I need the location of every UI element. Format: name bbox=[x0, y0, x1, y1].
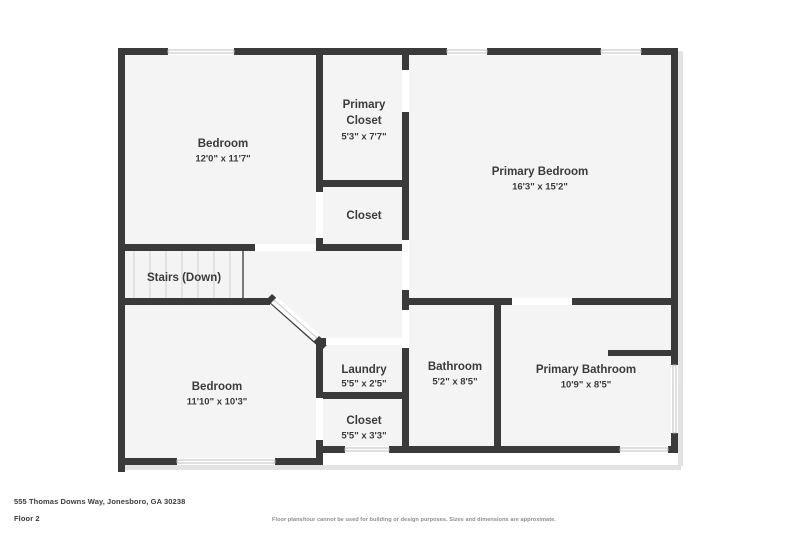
wall-bedroom-closet-divider bbox=[316, 48, 323, 251]
wall-bathroom-top bbox=[409, 298, 501, 305]
wall-exterior-top-right bbox=[409, 48, 678, 55]
door-bathroom bbox=[402, 310, 409, 348]
window-primary-bathroom-right bbox=[671, 364, 678, 434]
property-address: 555 Thomas Downs Way, Jonesboro, GA 3023… bbox=[14, 497, 186, 506]
room-dim-primary-bathroom: 10'9" x 8'5" bbox=[561, 380, 612, 391]
wall-exterior-bottom-primary-bath bbox=[501, 446, 678, 453]
windows bbox=[167, 48, 678, 465]
room-dim-bedroom-upper-left: 12'0" x 11'7" bbox=[195, 154, 250, 165]
floor-closet-upper bbox=[323, 183, 409, 251]
room-floor-fills bbox=[118, 48, 678, 465]
window-bedroom-upper-left bbox=[167, 48, 235, 55]
room-label-bedroom-lower-left: Bedroom bbox=[192, 381, 242, 393]
wall-upper-closet-bottom bbox=[323, 244, 409, 251]
wall-bathroom-divider bbox=[494, 298, 501, 453]
door-primary-bedroom-hall bbox=[402, 240, 409, 290]
wall-exterior-right bbox=[671, 48, 678, 453]
wall-laundry-bathroom-divider bbox=[402, 302, 409, 453]
room-dim-primary-closet: 5'3" x 7'7" bbox=[341, 132, 386, 143]
wall-exterior-top-left bbox=[118, 48, 409, 55]
wall-closet-primary-divider bbox=[402, 48, 409, 302]
wall-exterior-left-lower bbox=[118, 251, 125, 472]
floor-label: Floor 2 bbox=[14, 514, 40, 523]
floor-bedroom-upper-left bbox=[118, 48, 323, 251]
window-bedroom-lower-left bbox=[176, 458, 276, 465]
floor-laundry bbox=[323, 345, 409, 395]
floor-stairs bbox=[118, 251, 243, 305]
door-bedroom-upper-left bbox=[255, 244, 316, 251]
room-dim-closet-lower: 5'5" x 3'3" bbox=[341, 431, 386, 442]
room-dim-bedroom-lower-left: 11'10" x 10'3" bbox=[187, 397, 248, 408]
room-label-primary-bedroom: Primary Bedroom bbox=[492, 166, 589, 178]
room-label-stairs: Stairs (Down) bbox=[147, 272, 221, 284]
room-label-primary-bathroom: Primary Bathroom bbox=[536, 364, 636, 376]
window-primary-bedroom-left bbox=[446, 48, 488, 55]
room-label-closet-lower: Closet bbox=[346, 415, 381, 427]
window-primary-bathroom-bottom bbox=[619, 446, 669, 453]
stair-treads bbox=[133, 251, 231, 305]
room-dim-primary-bedroom: 16'3" x 15'2" bbox=[512, 182, 568, 193]
wall-stairs-bottom bbox=[118, 298, 270, 305]
door-primary-bathroom bbox=[512, 298, 572, 305]
wall-exterior-left-upper bbox=[118, 48, 125, 251]
room-labels: Bedroom 12'0" x 11'7" Primary Closet 5'3… bbox=[147, 99, 636, 441]
room-dim-laundry: 5'5" x 2'5" bbox=[341, 379, 386, 390]
wall-shadows bbox=[121, 51, 683, 470]
floor-primary-bedroom bbox=[409, 48, 678, 302]
floor-bathroom bbox=[409, 305, 501, 453]
room-dim-bathroom: 5'2" x 8'5" bbox=[432, 377, 477, 388]
room-label-primary-closet-line2: Closet bbox=[346, 115, 381, 127]
wall-primary-bathroom-stub bbox=[608, 350, 678, 356]
disclaimer-text: Floor plans/tour cannot be used for buil… bbox=[272, 517, 556, 523]
room-label-laundry: Laundry bbox=[341, 364, 387, 376]
wall-laundry-closet-divider bbox=[316, 392, 409, 399]
door-primary-closet bbox=[402, 70, 409, 112]
wall-exterior-bottom-bathroom bbox=[409, 446, 501, 453]
room-label-primary-closet-line1: Primary bbox=[343, 99, 386, 111]
floor-primary-closet bbox=[323, 48, 409, 183]
room-label-bedroom-upper-left: Bedroom bbox=[198, 138, 248, 150]
door-closet-upper bbox=[316, 192, 323, 238]
room-label-closet-upper: Closet bbox=[346, 210, 381, 222]
door-bedroom-lower-diagonal-leaf bbox=[273, 299, 318, 339]
floor-bedroom-lower-left bbox=[118, 305, 323, 465]
floor-primary-bathroom bbox=[501, 305, 678, 453]
door-laundry bbox=[326, 338, 404, 345]
door-openings bbox=[255, 70, 572, 440]
window-closet-lower bbox=[344, 446, 390, 453]
window-primary-bedroom-right bbox=[600, 48, 642, 55]
wall-primary-closet-bottom bbox=[316, 180, 409, 187]
wall-primary-bathroom-top bbox=[501, 298, 678, 305]
floor-closet-lower bbox=[323, 395, 409, 453]
wall-corner-hall bbox=[402, 298, 409, 305]
door-closet-lower bbox=[316, 398, 323, 440]
room-label-bathroom: Bathroom bbox=[428, 361, 482, 373]
wall-upper-bedroom-bottom bbox=[118, 244, 323, 251]
